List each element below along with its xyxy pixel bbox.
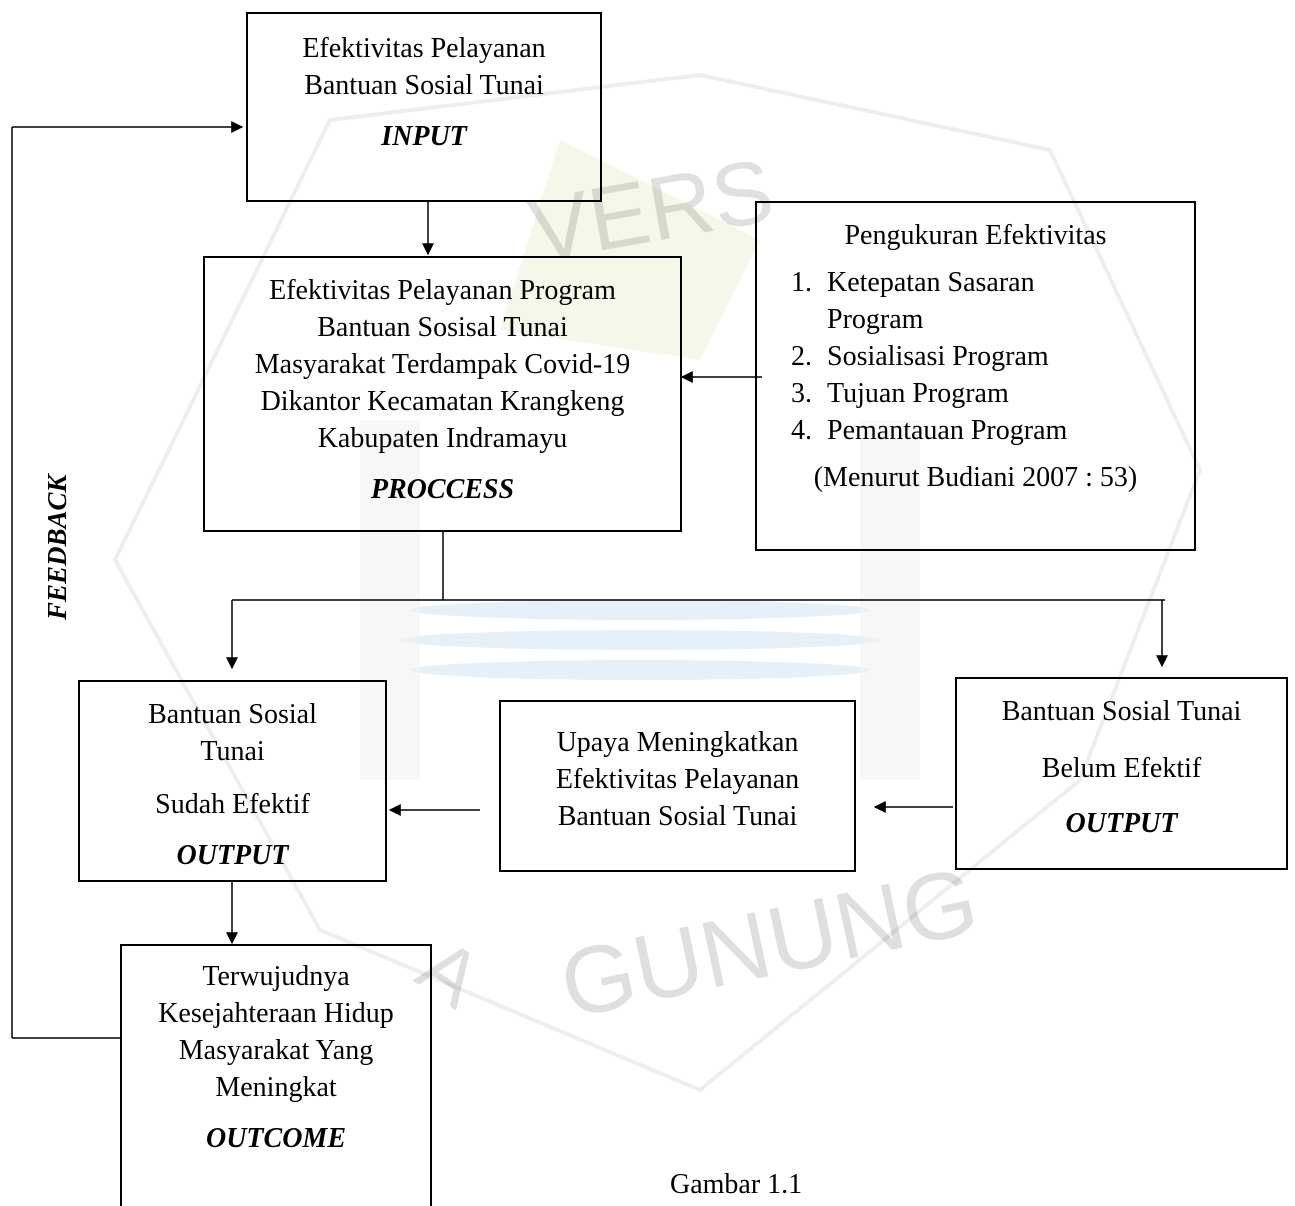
measurement-title: Pengukuran Efektivitas [844, 220, 1107, 251]
output-not-effective-box: Bantuan Sosial Tunai Belum Efektif OUTPU… [955, 677, 1288, 870]
output-effective-stage-label: OUTPUT [176, 840, 289, 871]
effort-box: Upaya Meningkatkan Efektivitas Pelayanan… [499, 700, 856, 872]
list-item: 4. Pemantauan Program [757, 412, 1194, 449]
output-effective-line-1: Bantuan Sosial [148, 699, 317, 730]
output-effective-line-3: Sudah Efektif [155, 789, 310, 820]
outcome-stage-label: OUTCOME [205, 1123, 346, 1154]
list-item: Program [757, 301, 1194, 338]
feedback-label: FEEDBACK [42, 474, 72, 620]
input-stage-label: INPUT [381, 121, 467, 152]
input-line-2: Bantuan Sosial Tunai [304, 70, 544, 101]
output-effective-box: Bantuan Sosial Tunai Sudah Efektif OUTPU… [78, 680, 387, 882]
process-stage-label: PROCCESS [370, 474, 515, 505]
process-line: Kabupaten Indramayu [317, 423, 568, 454]
list-text: Sosialisasi Program [827, 341, 1049, 372]
list-number: 1. [791, 267, 812, 298]
list-item: 1. Ketepatan Sasaran [757, 264, 1194, 301]
effort-line-1: Upaya Meningkatkan [556, 727, 799, 758]
effort-line-2: Efektivitas Pelayanan [555, 764, 800, 795]
outcome-line: Terwujudnya [202, 961, 350, 992]
list-text: Tujuan Program [827, 378, 1009, 409]
list-text: Program [827, 304, 924, 335]
list-number: 4. [791, 415, 812, 446]
figure-caption: Gambar 1.1 [670, 1169, 803, 1200]
effort-line-3: Bantuan Sosial Tunai [557, 801, 798, 832]
output-effective-line-2: Tunai [200, 736, 265, 767]
process-line: Dikantor Kecamatan Krangkeng [260, 386, 625, 417]
process-line: Efektivitas Pelayanan Program [269, 275, 616, 306]
output-not-line-1: Bantuan Sosial Tunai [1001, 696, 1242, 727]
outcome-box: Terwujudnya Kesejahteraan Hidup Masyarak… [120, 944, 432, 1206]
measurement-source: (Menurut Budiani 2007 : 53) [813, 462, 1138, 493]
output-not-stage-label: OUTPUT [1065, 808, 1178, 839]
outcome-line: Masyarakat Yang [178, 1035, 374, 1066]
list-number: 2. [791, 341, 812, 372]
list-text: Pemantauan Program [827, 415, 1068, 446]
input-box: Efektivitas Pelayanan Bantuan Sosial Tun… [246, 12, 602, 202]
list-item: 3. Tujuan Program [757, 375, 1194, 412]
process-line: Masyarakat Terdampak Covid-19 [254, 349, 631, 380]
outcome-line: Meningkat [215, 1072, 337, 1103]
measurement-box: Pengukuran Efektivitas 1. Ketepatan Sasar… [755, 201, 1196, 551]
list-number: 3. [791, 378, 812, 409]
outcome-line: Kesejahteraan Hidup [158, 998, 394, 1029]
process-line: Bantuan Sosisal Tunai [317, 312, 568, 343]
list-item: 2. Sosialisasi Program [757, 338, 1194, 375]
measurement-list: 1. Ketepatan Sasaran Program 2. Sosialisas… [757, 264, 1194, 449]
output-not-line-2: Belum Efektif [1041, 753, 1202, 784]
list-text: Ketepatan Sasaran [827, 267, 1035, 298]
input-line-1: Efektivitas Pelayanan [302, 33, 546, 64]
process-box: Efektivitas Pelayanan Program Bantuan So… [203, 256, 682, 532]
